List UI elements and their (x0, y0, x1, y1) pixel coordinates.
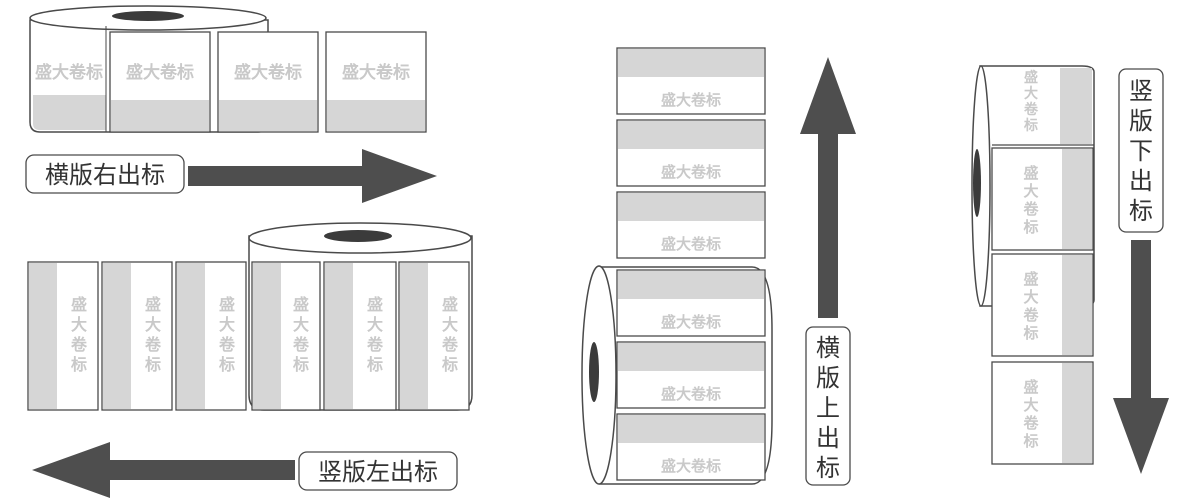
label-char: 大 (367, 315, 383, 334)
label-char: 卷 (70, 335, 88, 354)
label-char: 标 (441, 355, 458, 374)
label-char: 卷 (1022, 200, 1039, 218)
caption-char: 标 (1129, 197, 1153, 225)
arrow-down-icon (1113, 240, 1169, 474)
label-text: 盛大卷标 (661, 235, 721, 253)
label-char: 大 (71, 315, 87, 334)
label-char: 大 (145, 315, 161, 334)
label-char: 大 (1024, 85, 1038, 102)
label-char: 标 (1023, 117, 1038, 134)
label-char: 卷 (441, 335, 459, 354)
label-char: 标 (1022, 324, 1038, 342)
caption-char: 标 (816, 454, 840, 482)
roll-horizontal-right: 盛大卷标 盛大卷标 盛大卷标 盛大卷标 (29, 5, 427, 133)
caption-char: 出 (816, 424, 840, 452)
label-char: 盛 (293, 295, 309, 314)
label-char: 盛 (145, 295, 161, 314)
label-char: 盛 (1023, 378, 1038, 396)
caption-char: 出 (1129, 167, 1153, 195)
caption-horizontal-right: 横版右出标 (25, 154, 185, 194)
label-char: 标 (1022, 218, 1038, 236)
label-char: 标 (218, 355, 235, 374)
arrow-left-icon (32, 442, 295, 498)
caption-text: 横版右出标 (45, 161, 165, 189)
label-char: 卷 (292, 335, 310, 354)
arrow-right-icon (188, 149, 437, 203)
roll-core-icon (589, 342, 599, 402)
label-char: 标 (144, 355, 161, 374)
dispensed-labels-horizontal-up: 盛大卷标 盛大卷标 盛大卷标 (616, 47, 766, 259)
roll-core-icon (112, 11, 184, 21)
label-char: 卷 (144, 335, 162, 354)
label-char: 大 (1023, 396, 1038, 414)
caption-char: 竖 (1129, 77, 1153, 105)
label-char: 卷 (1022, 414, 1039, 432)
dispensed-labels-vertical-left (27, 261, 247, 411)
label-char: 大 (442, 315, 458, 334)
label-char: 盛 (1023, 270, 1038, 288)
label-char: 盛 (367, 295, 383, 314)
label-char: 盛 (442, 295, 458, 314)
caption-vertical-down: 竖 版 下 出 标 (1118, 68, 1164, 233)
label-text: 盛大卷标 (661, 313, 721, 331)
roll-horizontal-up: 盛大卷标 盛大卷标 盛大卷标 (581, 265, 773, 485)
roll-core-icon (973, 149, 981, 217)
caption-vertical-left: 竖版左出标 (298, 451, 458, 491)
label-char: 盛 (219, 295, 235, 314)
label-text: 盛大卷标 (126, 62, 194, 83)
label-char: 标 (366, 355, 383, 374)
label-char: 卷 (218, 335, 236, 354)
label-char: 盛 (1023, 164, 1038, 182)
label-char: 标 (292, 355, 309, 374)
label-text: 盛大卷标 (234, 62, 302, 83)
caption-char: 版 (1129, 107, 1153, 135)
label-text: 盛大卷标 (661, 91, 721, 109)
label-char: 标 (1022, 432, 1038, 450)
label-char: 卷 (1023, 101, 1039, 118)
caption-char: 下 (1129, 137, 1153, 165)
label-char: 大 (1023, 288, 1038, 306)
label-text: 盛大卷标 (661, 163, 721, 181)
caption-horizontal-up: 横 版 上 出 标 (805, 326, 851, 486)
label-char: 卷 (1022, 306, 1039, 324)
label-char: 大 (293, 315, 309, 334)
label-char: 盛 (1024, 69, 1038, 86)
caption-char: 横 (816, 334, 840, 362)
roll-vertical-left (248, 222, 473, 411)
label-char: 卷 (366, 335, 384, 354)
label-text: 盛大卷标 (661, 385, 721, 403)
label-char: 大 (1023, 182, 1038, 200)
label-char: 盛 (71, 295, 87, 314)
label-char: 标 (70, 355, 87, 374)
arrow-up-icon (800, 57, 856, 318)
label-text: 盛大卷标 (342, 62, 410, 83)
label-text: 盛大卷标 (661, 457, 721, 475)
caption-text: 竖版左出标 (318, 458, 438, 486)
label-text: 盛大卷标 (35, 62, 103, 83)
caption-char: 上 (816, 394, 840, 422)
roll-core-icon (324, 230, 392, 242)
label-char: 大 (219, 315, 235, 334)
roll-vertical-down (971, 65, 1095, 357)
caption-char: 版 (816, 364, 840, 392)
dispensed-label-vertical-down (991, 361, 1094, 465)
